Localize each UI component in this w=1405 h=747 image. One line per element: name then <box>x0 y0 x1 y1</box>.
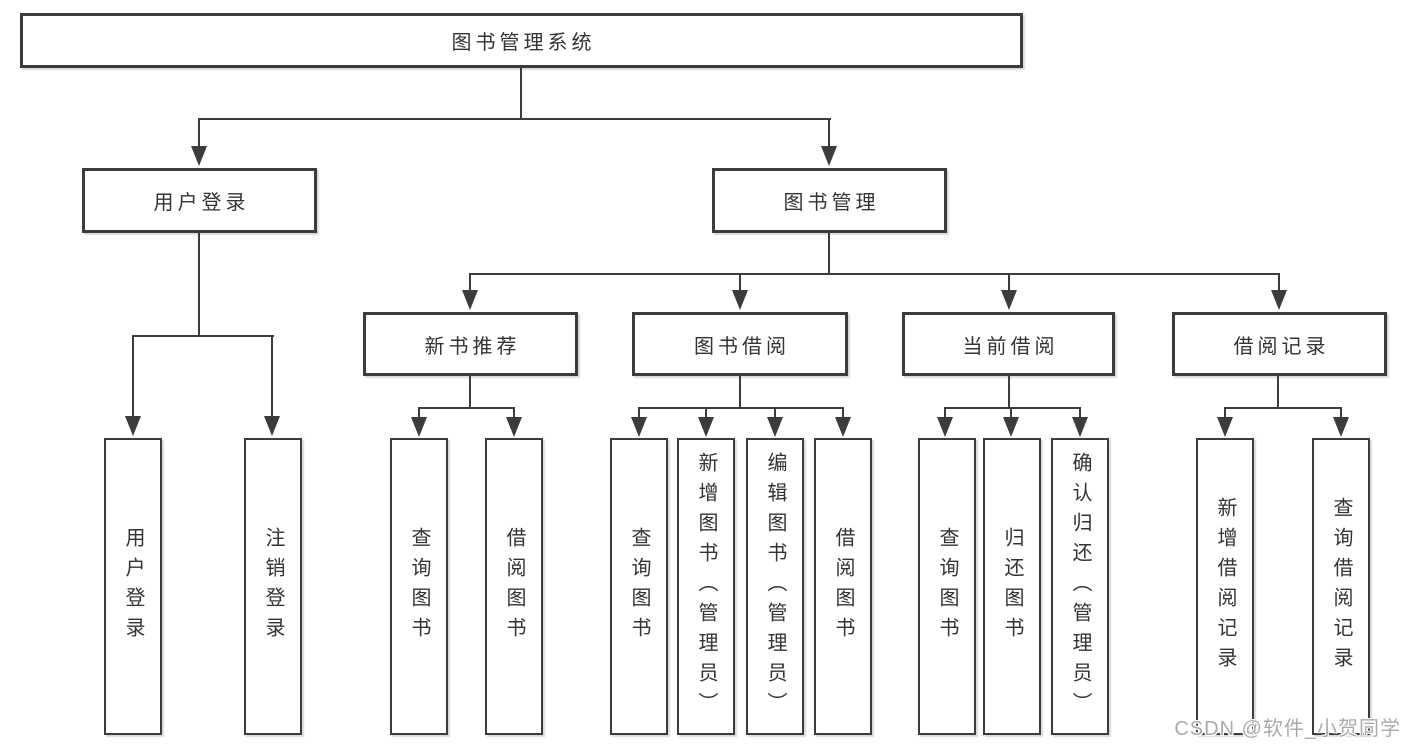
node-label: 当前借阅 <box>962 335 1059 358</box>
connector-line <box>944 407 946 419</box>
node-label: 编辑图书（管理员） <box>764 451 786 722</box>
node-book-management: 图书管理 <box>712 168 947 233</box>
connector-line <box>1010 407 1012 419</box>
arrow-down-icon <box>1271 290 1287 310</box>
arrow-down-icon <box>821 146 837 166</box>
node-current-borrow: 当前借阅 <box>902 312 1115 376</box>
connector-line <box>198 118 200 148</box>
leaf-confirm-return-admin: 确认归还（管理员） <box>1051 438 1109 735</box>
connector-line <box>198 233 200 335</box>
node-book-borrow: 图书借阅 <box>632 312 848 376</box>
leaf-query-books-current: 查询图书 <box>918 438 976 735</box>
arrow-down-icon <box>1333 417 1349 437</box>
node-new-book-recommend: 新书推荐 <box>363 312 578 376</box>
connector-line <box>132 335 274 337</box>
arrow-down-icon <box>462 290 478 310</box>
connector-line <box>418 407 420 419</box>
node-label: 查询借阅记录 <box>1330 496 1352 677</box>
connector-line <box>1277 376 1279 407</box>
connector-line <box>828 233 830 273</box>
node-label: 图书管理系统 <box>451 32 596 54</box>
arrow-down-icon <box>411 417 427 437</box>
node-label: 查询图书 <box>628 526 650 647</box>
node-label: 新书推荐 <box>424 335 521 358</box>
leaf-add-borrow-record: 新增借阅记录 <box>1196 438 1254 735</box>
node-user-login: 用户登录 <box>82 168 317 233</box>
connector-line <box>828 118 830 148</box>
connector-line <box>638 407 640 419</box>
leaf-borrow-books-newbooks: 借阅图书 <box>485 438 543 735</box>
arrow-down-icon <box>191 146 207 166</box>
node-label: 借阅图书 <box>503 526 525 647</box>
connector-line <box>842 407 844 419</box>
leaf-return-books: 归还图书 <box>983 438 1041 735</box>
connector-line <box>271 335 273 418</box>
connector-line <box>1278 273 1280 291</box>
arrow-down-icon <box>1001 290 1017 310</box>
connector-line <box>199 118 831 120</box>
connector-line <box>1224 407 1342 409</box>
arrow-down-icon <box>125 416 141 436</box>
connector-line <box>739 376 741 407</box>
leaf-logout: 注销登录 <box>244 438 302 735</box>
connector-line <box>469 273 471 291</box>
node-label: 新增借阅记录 <box>1214 496 1236 677</box>
connector-line <box>513 407 515 419</box>
leaf-edit-books-admin: 编辑图书（管理员） <box>746 438 804 735</box>
node-label: 查询图书 <box>936 526 958 647</box>
arrow-down-icon <box>506 417 522 437</box>
connector-line <box>944 407 1081 409</box>
arrow-down-icon <box>732 290 748 310</box>
leaf-query-borrow-record: 查询借阅记录 <box>1312 438 1370 735</box>
arrow-down-icon <box>835 417 851 437</box>
node-label: 图书借阅 <box>694 335 790 358</box>
connector-line <box>739 273 741 291</box>
connector-line <box>774 407 776 419</box>
connector-line <box>469 273 1280 275</box>
node-label: 查询图书 <box>408 526 430 647</box>
arrow-down-icon <box>767 417 783 437</box>
leaf-query-books-borrow: 查询图书 <box>610 438 668 735</box>
leaf-query-books-newbooks: 查询图书 <box>390 438 448 735</box>
arrow-down-icon <box>1003 417 1019 437</box>
node-label: 确认归还（管理员） <box>1069 451 1091 722</box>
connector-line <box>1008 376 1010 407</box>
arrow-down-icon <box>1217 417 1233 437</box>
node-label: 注销登录 <box>262 526 284 647</box>
node-label: 归还图书 <box>1001 526 1023 647</box>
csdn-watermark: CSDN @软件_小贺同学 <box>1174 718 1401 740</box>
arrow-down-icon <box>698 417 714 437</box>
node-label: 借阅图书 <box>832 526 854 647</box>
node-label: 图书管理 <box>783 192 880 214</box>
arrow-down-icon <box>631 417 647 437</box>
node-label: 用户登录 <box>122 526 144 647</box>
leaf-borrow-books-borrow: 借阅图书 <box>814 438 872 735</box>
node-library-management-system: 图书管理系统 <box>20 13 1023 68</box>
node-label: 用户登录 <box>153 192 250 214</box>
connector-line <box>1008 273 1010 291</box>
connector-line <box>520 68 522 118</box>
arrow-down-icon <box>264 416 280 436</box>
node-label: 新增图书（管理员） <box>695 451 717 722</box>
connector-line <box>1340 407 1342 419</box>
leaf-user-login: 用户登录 <box>104 438 162 735</box>
connector-line <box>1224 407 1226 419</box>
connector-line <box>1079 407 1081 419</box>
connector-line <box>418 407 515 409</box>
arrow-down-icon <box>937 417 953 437</box>
leaf-add-books-admin: 新增图书（管理员） <box>677 438 735 735</box>
arrow-down-icon <box>1072 417 1088 437</box>
node-label: 借阅记录 <box>1233 335 1330 358</box>
connector-line <box>132 335 134 418</box>
connector-line <box>638 407 844 409</box>
node-borrow-records: 借阅记录 <box>1172 312 1387 376</box>
connector-line <box>469 376 471 407</box>
connector-line <box>705 407 707 419</box>
